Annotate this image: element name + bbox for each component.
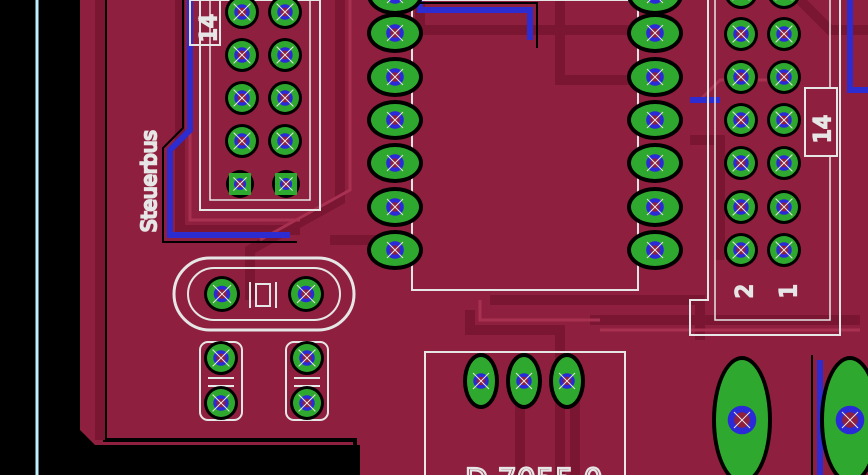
pad[interactable] <box>268 124 302 158</box>
connector-left-pin-label: 14 <box>197 14 222 42</box>
pad[interactable] <box>767 146 801 180</box>
capacitor-pad[interactable] <box>290 341 324 375</box>
connector-right <box>689 0 841 336</box>
connector-left <box>189 0 321 211</box>
regulator-pad[interactable] <box>506 353 542 409</box>
crystal-pad[interactable] <box>288 276 324 312</box>
regulator-label: D 7055 0 <box>465 463 603 475</box>
ic-pad[interactable] <box>367 230 423 270</box>
steuerbus-label: Steuerbus <box>137 130 161 232</box>
pad[interactable] <box>724 0 758 9</box>
ic-pad[interactable] <box>627 143 683 183</box>
connector-right-pin1-label: 1 <box>777 284 802 298</box>
connector-right-pads[interactable] <box>724 0 801 267</box>
ic-pad[interactable] <box>627 187 683 227</box>
crystal-pads[interactable] <box>204 276 324 312</box>
power-pad[interactable] <box>820 356 868 475</box>
connector-left-pads[interactable] <box>225 0 302 198</box>
pad[interactable] <box>724 190 758 224</box>
pad[interactable] <box>225 124 259 158</box>
pad[interactable] <box>268 38 302 72</box>
regulator-pad[interactable] <box>549 353 585 409</box>
pad[interactable] <box>226 170 254 198</box>
connector-right-pin2-label: 2 <box>733 284 758 298</box>
pad[interactable] <box>724 17 758 51</box>
pad[interactable] <box>767 190 801 224</box>
bottom-traces <box>167 0 868 475</box>
capacitor-pad[interactable] <box>290 386 324 420</box>
ic-pad[interactable] <box>367 57 423 97</box>
pad[interactable] <box>767 60 801 94</box>
pad[interactable] <box>225 38 259 72</box>
regulator-pad[interactable] <box>463 353 499 409</box>
ic-pad[interactable] <box>627 230 683 270</box>
ic-pad[interactable] <box>367 100 423 140</box>
connector-right-pin14-label: 14 <box>811 115 836 143</box>
pad[interactable] <box>767 103 801 137</box>
crystal-pad[interactable] <box>204 276 240 312</box>
pad[interactable] <box>724 233 758 267</box>
pad[interactable] <box>225 0 259 29</box>
pad[interactable] <box>724 103 758 137</box>
ic-pad[interactable] <box>367 143 423 183</box>
ic-pads-right[interactable] <box>627 0 683 270</box>
ic-pad[interactable] <box>627 13 683 53</box>
capacitor-pad[interactable] <box>204 341 238 375</box>
capacitor-pad[interactable] <box>204 386 238 420</box>
crystal-footprint[interactable] <box>172 256 356 332</box>
ic-pad[interactable] <box>627 100 683 140</box>
ic-pad[interactable] <box>627 57 683 97</box>
pad[interactable] <box>225 81 259 115</box>
ic-footprint <box>411 0 639 291</box>
pad[interactable] <box>724 146 758 180</box>
pad[interactable] <box>272 170 300 198</box>
power-pads[interactable] <box>712 356 868 475</box>
pad[interactable] <box>767 233 801 267</box>
ic-pad[interactable] <box>367 0 423 15</box>
regulator-footprint <box>424 351 626 475</box>
ic-pad[interactable] <box>627 0 683 15</box>
power-pad[interactable] <box>712 356 772 475</box>
pad[interactable] <box>767 17 801 51</box>
pad[interactable] <box>268 81 302 115</box>
regulator-pads[interactable] <box>463 353 585 409</box>
ic-pad[interactable] <box>367 13 423 53</box>
pad[interactable] <box>767 0 801 9</box>
ic-pads-left[interactable] <box>367 0 423 270</box>
pad[interactable] <box>724 60 758 94</box>
ic-pad[interactable] <box>367 187 423 227</box>
pad[interactable] <box>268 0 302 29</box>
capacitor-pads[interactable] <box>204 341 324 420</box>
